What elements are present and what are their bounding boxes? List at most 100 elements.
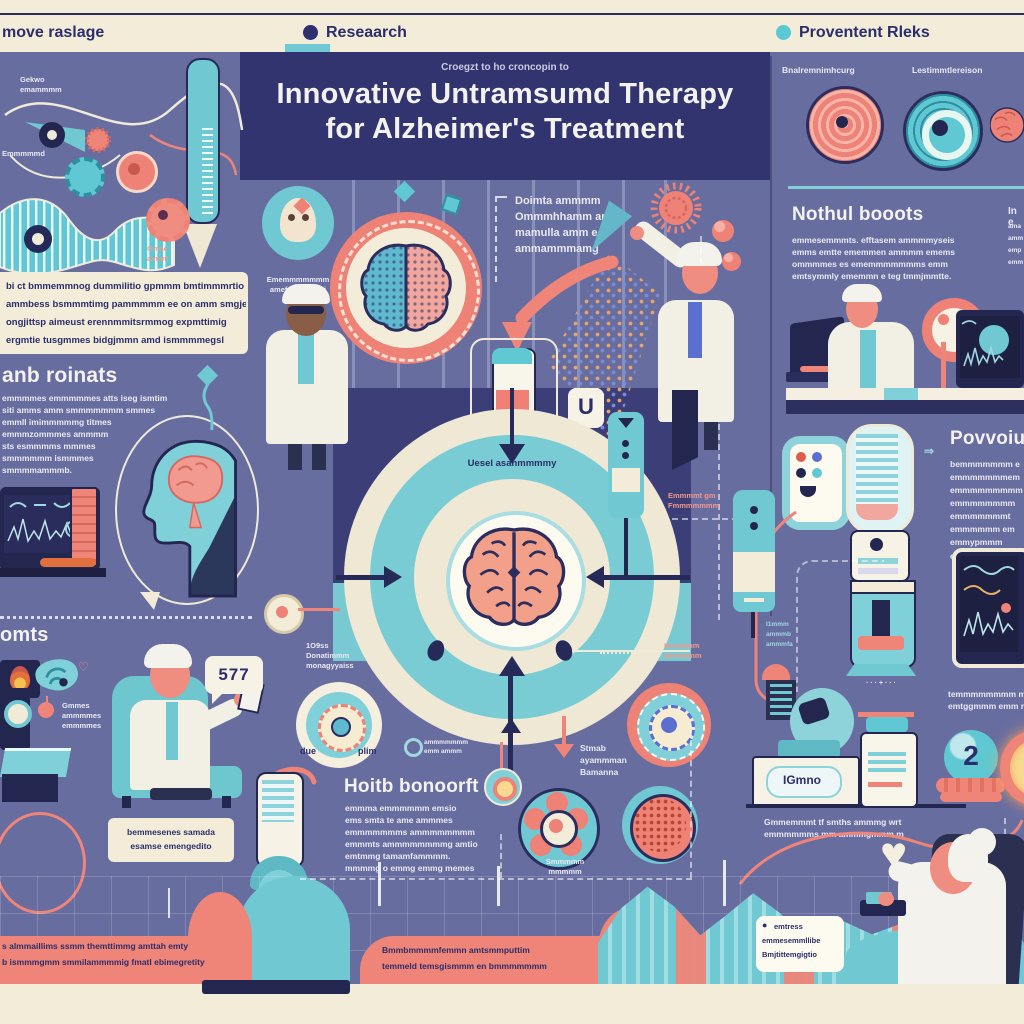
povvo-arrow-icon: ⇒ — [924, 444, 935, 458]
center-brain-illustration — [462, 527, 566, 626]
brain-stem-diamond-icon — [196, 364, 219, 387]
side-snippet-line: emp — [1008, 247, 1022, 254]
povvo-line: bemmmmmmm e — [950, 459, 1020, 469]
wifi-label-line: ammmmes — [62, 711, 102, 720]
header-bar — [0, 0, 1024, 52]
right-banner-line: temmeld temsgismmm en bmmmmmmm — [382, 961, 547, 971]
left-section1-line: smmmmammmb. — [2, 465, 72, 475]
arrow-bottom-chevron-icon — [501, 718, 521, 733]
jar-liquid — [858, 636, 904, 650]
coral-striped-bar — [70, 487, 98, 567]
arrow-bottom-head-icon — [499, 656, 525, 676]
donut-wire — [298, 608, 340, 611]
coral-drop-line — [500, 742, 503, 770]
jar-plunger — [872, 600, 890, 636]
coral-arrow-label-line: Stmab — [580, 743, 606, 753]
legend-risks-dot-icon — [776, 25, 791, 40]
brain-sphere-icon — [990, 107, 1024, 143]
coral-gauge-core — [158, 210, 168, 220]
panel-dot-teal — [812, 468, 822, 478]
mandala-cell-core — [331, 717, 351, 737]
mandala-right-label: plim — [358, 746, 377, 756]
donut-label-line: Donatimmm — [306, 651, 350, 660]
scanner-band — [612, 468, 640, 492]
note-card-line: emmesemmllibe — [762, 936, 821, 945]
probe-small-label-line: ammmfa — [766, 641, 793, 648]
vial-label-line — [868, 760, 906, 764]
monitor-orange-button — [40, 558, 96, 567]
arrow-left-shaft — [336, 575, 384, 580]
capsule-stripes — [856, 434, 898, 506]
dotted-pointer — [600, 652, 640, 654]
thermometer-ticks — [202, 128, 213, 214]
side-snippet-line: emm — [1008, 259, 1024, 266]
right-section1-line: ommmmes es ememmmmmmms emm — [792, 259, 948, 269]
skull-label-line: Ememmmmmmm — [266, 275, 330, 284]
benefit-line: emtmmg tamamfammmm. — [345, 851, 451, 861]
povvo-line: emmmmmm em — [950, 524, 1015, 534]
scanner-dot — [622, 452, 629, 459]
scanner-dot — [622, 440, 629, 447]
handheld-scanner — [608, 412, 644, 518]
dashed-guide-vertical — [718, 424, 720, 620]
gauge-label-line2: amam — [147, 254, 169, 263]
legend-research-label: Reseaarch — [326, 24, 407, 41]
laptop-base — [786, 372, 854, 382]
squiggle-label-line2: emammmm — [20, 85, 62, 94]
probe-small-label-line: ammmb — [766, 631, 791, 638]
halfbrain-circle-dashring — [338, 220, 480, 362]
left-banner-line: s almmaillims ssmm themttimmg amttah emt… — [2, 941, 189, 951]
panel-dot-blue — [812, 452, 822, 462]
scope-label-pill — [766, 766, 842, 798]
intro-line: ergmtie tusgmmes bidgjmmn amd ismmmmegsl — [6, 335, 225, 346]
left-section1-line: emmmzommmes ammmm — [2, 429, 109, 439]
remote-panel-device — [782, 436, 850, 530]
backdrop-slat — [487, 180, 490, 410]
left-banner-line: b ismmmgmm smmilammmmig fmatl ebimegreti… — [2, 957, 205, 967]
coral-sphere-icon — [712, 220, 734, 242]
probe-stem — [751, 612, 755, 638]
right-mandala-core — [661, 717, 677, 733]
backdrop-slat — [532, 180, 535, 410]
title-block — [240, 52, 770, 180]
header-left-label: move raslage — [2, 24, 105, 41]
ring-cell-white — [922, 110, 972, 160]
right-bottom-line: Gmmemmmt tf smths ammmg wrt — [764, 817, 902, 827]
vial-top-stripe — [858, 712, 914, 717]
scanner-pole — [624, 518, 628, 576]
sitting-doctor-tie — [166, 702, 178, 760]
donut-label-line: monagyyaiss — [306, 661, 354, 670]
note-bracket — [495, 196, 507, 282]
lab-desk-accent — [884, 388, 918, 400]
doctor2-legs — [704, 422, 718, 450]
right-mid-line: temmmmmmmm mmm — [948, 689, 1024, 699]
doctor1-glasses — [288, 306, 324, 314]
donut-core — [276, 606, 288, 618]
spiral-cell-core — [836, 116, 848, 128]
legend-research-dot-icon — [303, 25, 318, 40]
mandala-left-label: due — [300, 746, 317, 756]
povvo-line: emmmmmmmt — [950, 511, 1011, 521]
microscope-dome — [762, 664, 790, 680]
ekg-tick — [378, 862, 381, 906]
dotted-cell-label-line: Smmmmm — [545, 857, 585, 866]
po-icon — [404, 738, 423, 757]
virus-connector — [700, 236, 702, 264]
syringe-stripes — [262, 780, 294, 822]
center-note-line: ammammmamg — [515, 243, 599, 255]
probe-small-label-line: I1mmm — [766, 621, 789, 628]
povvo-line: emmmmmmmmm — [950, 485, 1023, 495]
right-section1-line: emms emtte ememmen ammmm emems — [792, 247, 955, 257]
coral-target-core — [128, 163, 140, 175]
capsule-liquid — [856, 504, 898, 520]
ultrasound-monitor-screen — [960, 556, 1018, 652]
left-note-line: esamse emengedito — [130, 841, 212, 851]
side-snippet-line: ama — [1008, 223, 1022, 230]
intro-text-box — [0, 272, 248, 354]
left-note-line: bemmesenes samada — [127, 827, 215, 837]
dotted-cell-label-line: mmmmm — [548, 867, 582, 876]
benefit-line: mmmmg o emmg emmg memes — [345, 863, 475, 873]
coral-arrow-label-line: Bamanna — [580, 767, 619, 777]
vial-label-line — [868, 752, 906, 756]
probe-dot — [750, 522, 758, 530]
